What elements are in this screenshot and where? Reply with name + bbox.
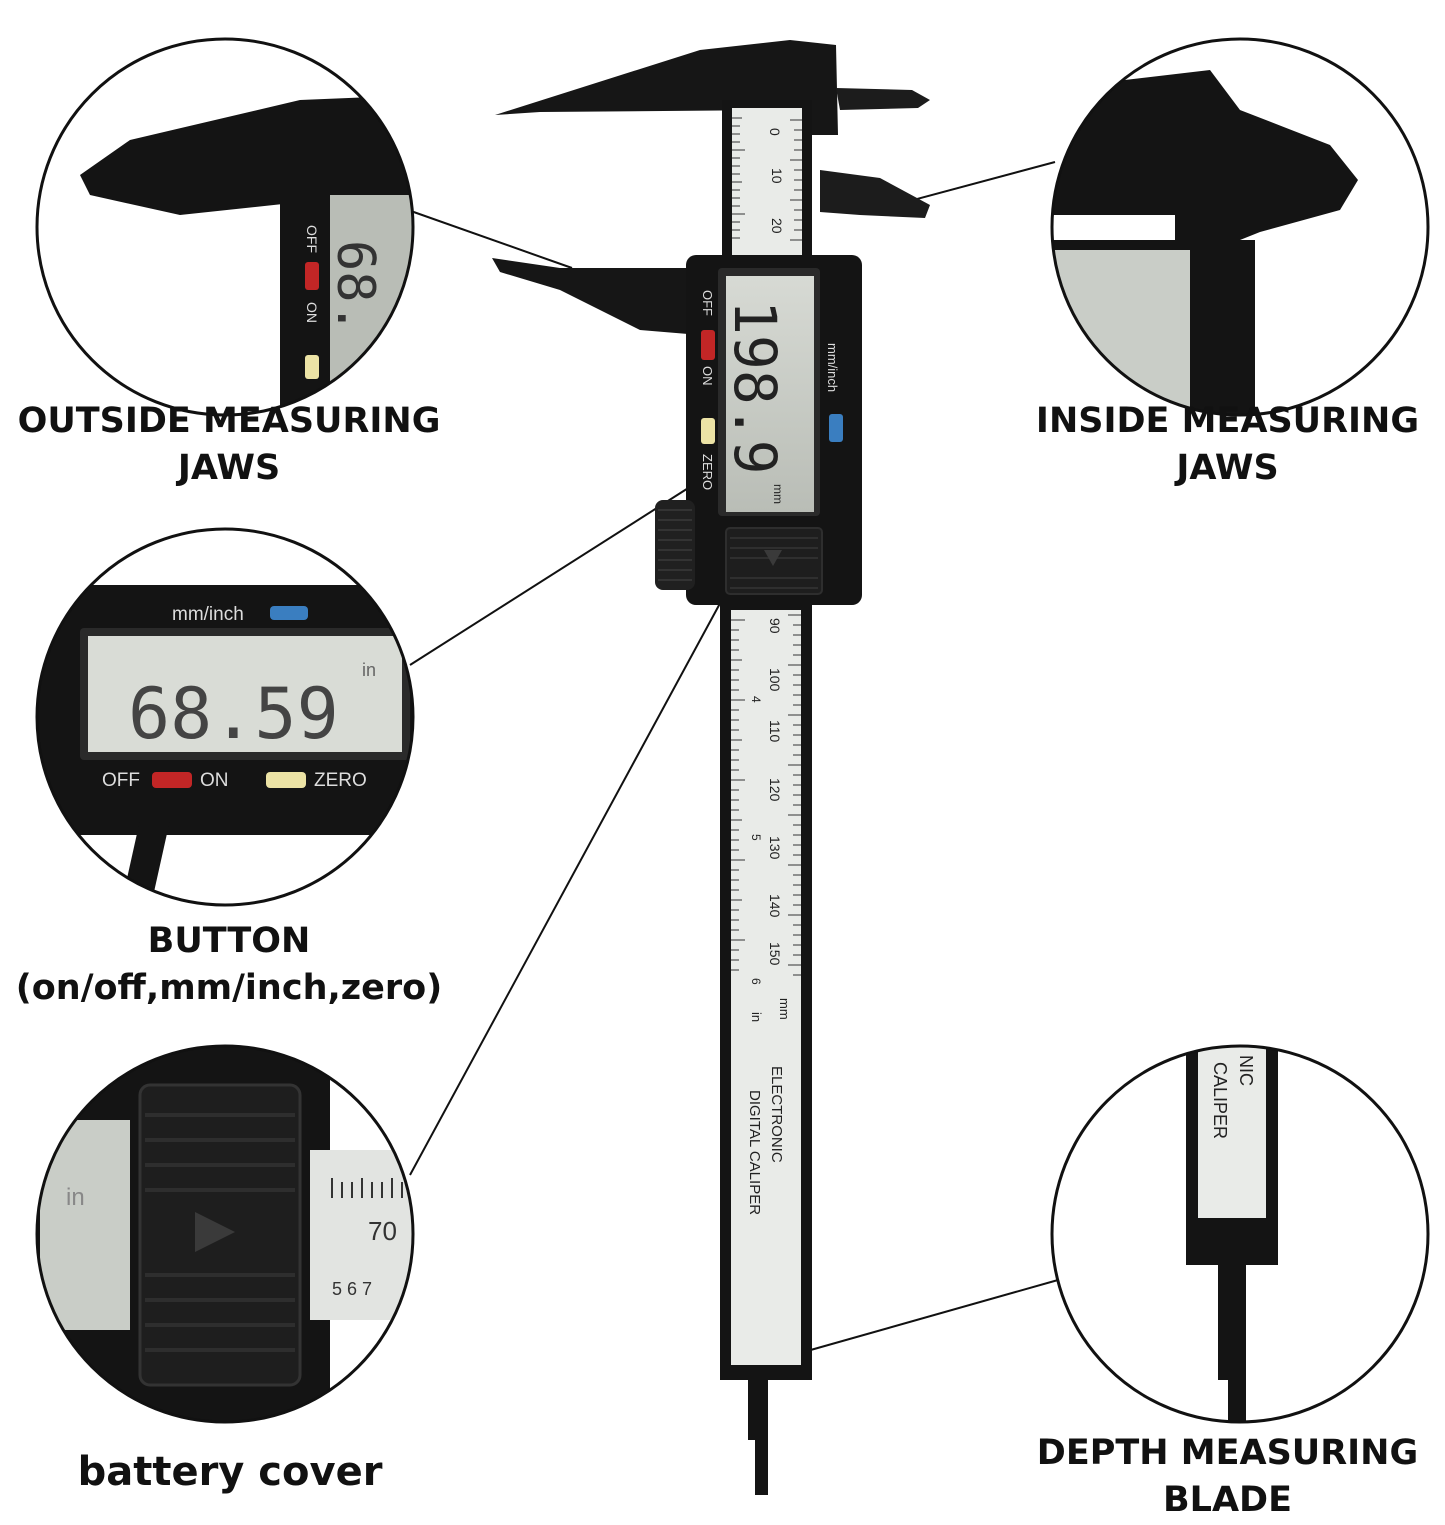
leader-button	[409, 484, 694, 666]
zoom-button-yellow	[266, 772, 306, 788]
zoom-outside-on: ON	[304, 302, 320, 323]
thumbwheel-ridges	[658, 509, 692, 581]
battery-cover-ridges	[730, 537, 818, 589]
zoom-button-mode: mm/inch	[172, 604, 244, 625]
on-label: ON	[700, 366, 715, 386]
depth-blade	[748, 1380, 768, 1495]
zoom-depth: NIC CALIPER	[1050, 1044, 1430, 1424]
label-inside-jaws: INSIDE MEASURING JAWS	[1010, 398, 1445, 493]
label-outside-line2: JAWS	[177, 448, 281, 489]
zoom-button-zero: ZERO	[314, 770, 367, 791]
leader-outside	[407, 209, 573, 269]
scale-130: 130	[767, 836, 783, 860]
inside-jaw-upper	[836, 88, 930, 110]
scale-120: 120	[767, 778, 783, 802]
scale-top-0: 0	[767, 128, 783, 136]
leader-lines	[407, 161, 1059, 1354]
battery-arrow-icon	[764, 550, 782, 566]
zoom-battery-small-digits: 5 6 7	[332, 1279, 372, 1299]
off-on-button[interactable]	[701, 330, 715, 360]
outside-jaw-sliding	[492, 258, 700, 335]
zoom-button-reading: 68.59	[128, 673, 339, 755]
inch-mark-6: 6	[749, 978, 763, 985]
caliper: 0 10 20 198.9 mm OFF ON ZERO mm/inch	[492, 40, 930, 1495]
beam-unit-mm: mm	[777, 998, 792, 1020]
scale-top-10: 10	[769, 168, 785, 184]
zoom-button-on: ON	[200, 770, 229, 791]
off-label: OFF	[700, 290, 715, 316]
zoom-battery-arrow-icon	[195, 1212, 235, 1252]
leader-depth	[799, 1279, 1059, 1354]
zoom-outside-reading: 68.	[325, 240, 385, 334]
zoom-button-off: OFF	[102, 770, 140, 791]
lcd-unit: mm	[771, 484, 785, 504]
zoom-battery: in 70 5 6 7	[35, 1044, 415, 1424]
scale-100: 100	[767, 668, 783, 692]
label-button-line2: (on/off,mm/inch,zero)	[15, 968, 443, 1009]
zoom-depth-text-2: CALIPER	[1210, 1062, 1230, 1139]
label-depth-line2: BLADE	[1162, 1480, 1293, 1521]
fixed-jaw-block	[495, 40, 838, 135]
inch-mark-4: 4	[749, 696, 763, 703]
zoom-outside-off: OFF	[304, 225, 320, 253]
zoom-inside-jaws	[1050, 37, 1430, 417]
beam-text-line2: DIGITAL CALIPER	[746, 1090, 763, 1215]
label-inside-line1: INSIDE MEASURING	[1035, 401, 1420, 441]
label-battery: battery cover	[40, 1445, 420, 1499]
mode-label: mm/inch	[825, 343, 840, 392]
beam-unit-in: in	[749, 1012, 764, 1022]
label-button: BUTTON (on/off,mm/inch,zero)	[0, 918, 458, 1013]
zoom-battery-scale-number: 70	[368, 1216, 397, 1246]
label-depth-line1: DEPTH MEASURING	[1036, 1433, 1419, 1473]
leader-battery	[409, 595, 725, 1176]
zero-button[interactable]	[701, 418, 715, 444]
beam-lower-ticks	[731, 614, 801, 976]
zoom-buttons: 68.59 in mm/inch OFF ON ZERO	[35, 527, 415, 907]
zero-label: ZERO	[700, 454, 715, 490]
zoom-depth-text-1: NIC	[1236, 1055, 1256, 1086]
beam-upper-ticks	[732, 117, 802, 241]
zoom-button-mode-button	[270, 606, 308, 620]
zoom-outside-red-button	[305, 262, 319, 290]
zoom-battery-unit: in	[66, 1184, 85, 1211]
scale-110: 110	[767, 720, 783, 743]
inch-mark-5: 5	[749, 834, 763, 841]
beam-upper-scale	[732, 108, 802, 258]
zoom-outside-jaws: 68. OFF ON	[35, 37, 415, 417]
label-outside-line1: OUTSIDE MEASURING	[17, 401, 441, 441]
scale-90: 90	[767, 618, 783, 634]
beam-text-line1: ELECTRONIC	[768, 1066, 785, 1163]
scale-150: 150	[767, 942, 783, 966]
scale-140: 140	[767, 894, 783, 918]
label-battery-line1: battery cover	[77, 1449, 383, 1495]
label-outside-jaws: OUTSIDE MEASURING JAWS	[0, 398, 458, 493]
label-inside-line2: JAWS	[1176, 448, 1279, 489]
inside-jaw-lower	[820, 170, 930, 218]
label-depth-blade: DEPTH MEASURING BLADE	[1010, 1430, 1445, 1525]
beam-lower-scale	[731, 610, 801, 1365]
zoom-button-red	[152, 772, 192, 788]
mode-button[interactable]	[829, 414, 843, 442]
thumbwheel	[655, 500, 695, 590]
lcd-reading: 198.9	[721, 300, 789, 475]
scale-top-20: 20	[769, 218, 785, 234]
lcd-screen	[726, 276, 814, 512]
zoom-button-unit: in	[362, 660, 376, 680]
label-button-line1: BUTTON	[147, 921, 311, 961]
